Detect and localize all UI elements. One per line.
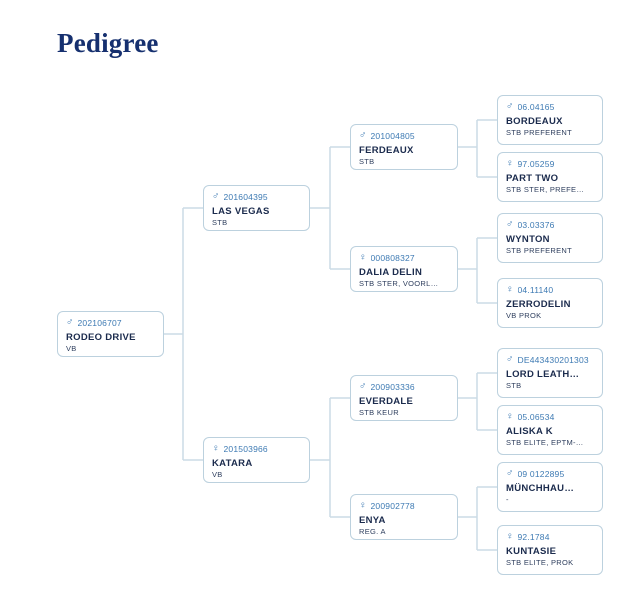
registration-row: ♂ 202106707 <box>66 317 155 329</box>
horse-name: EVERDALE <box>359 396 414 407</box>
registration-number[interactable]: 201004805 <box>370 131 415 141</box>
horse-status: STB STER, PREFE… <box>506 185 585 194</box>
registration-row: ♂ 201004805 <box>359 130 449 142</box>
registration-row: ♀ 05.06534 <box>506 411 594 423</box>
horse-name: ENYA <box>359 515 386 526</box>
horse-status: STB ELITE, EPTM-… <box>506 438 584 447</box>
horse-status: STB KEUR <box>359 408 399 417</box>
horse-status: STB <box>506 381 522 390</box>
pedigree-node-zerrodelin[interactable]: ♀ 04.11140 ZERRODELIN VB PROK <box>497 278 603 328</box>
pedigree-node-ferdeaux[interactable]: ♂ 201004805 FERDEAUX STB <box>350 124 458 170</box>
pedigree-node-bordeaux[interactable]: ♂ 06.04165 BORDEAUX STB PREFERENT <box>497 95 603 145</box>
pedigree-node-rodeo-drive[interactable]: ♂ 202106707 RODEO DRIVE VB <box>57 311 164 357</box>
registration-row: ♂ 03.03376 <box>506 219 594 231</box>
registration-number[interactable]: DE443430201303 <box>517 355 589 365</box>
horse-name: LORD LEATH… <box>506 369 580 380</box>
horse-name: PART TWO <box>506 173 559 184</box>
horse-name: KUNTASIE <box>506 546 557 557</box>
horse-status: - <box>506 495 509 504</box>
pedigree-node-everdale[interactable]: ♂ 200903336 EVERDALE STB KEUR <box>350 375 458 421</box>
horse-name: BORDEAUX <box>506 116 563 127</box>
registration-number[interactable]: 92.1784 <box>517 532 550 542</box>
registration-number[interactable]: 09 0122895 <box>517 469 565 479</box>
female-gender-icon: ♀ <box>506 284 514 295</box>
registration-number[interactable]: 03.03376 <box>517 220 555 230</box>
registration-row: ♂ 06.04165 <box>506 101 594 113</box>
horse-name: DALIA DELIN <box>359 267 423 278</box>
male-gender-icon: ♂ <box>66 317 74 328</box>
horse-status: REG. A <box>359 527 386 536</box>
female-gender-icon: ♀ <box>212 443 220 454</box>
male-gender-icon: ♂ <box>506 354 514 365</box>
male-gender-icon: ♂ <box>506 468 514 479</box>
horse-name: RODEO DRIVE <box>66 332 136 343</box>
male-gender-icon: ♂ <box>212 191 220 202</box>
horse-status: STB <box>359 157 375 166</box>
pedigree-node-munchhausen[interactable]: ♂ 09 0122895 MÜNCHHAU… - <box>497 462 603 512</box>
horse-status: STB ELITE, PROK <box>506 558 574 567</box>
registration-number[interactable]: 04.11140 <box>517 285 554 295</box>
registration-number[interactable]: 05.06534 <box>517 412 555 422</box>
registration-row: ♀ 200902778 <box>359 500 449 512</box>
pedigree-node-aliska-k[interactable]: ♀ 05.06534 ALISKA K STB ELITE, EPTM-… <box>497 405 603 455</box>
pedigree-node-part-two[interactable]: ♀ 97.05259 PART TWO STB STER, PREFE… <box>497 152 603 202</box>
registration-row: ♀ 97.05259 <box>506 158 594 170</box>
horse-status: VB <box>212 470 223 479</box>
pedigree-node-dalia-delin[interactable]: ♀ 000808327 DALIA DELIN STB STER, VOORL… <box>350 246 458 292</box>
female-gender-icon: ♀ <box>506 411 514 422</box>
female-gender-icon: ♀ <box>359 252 367 263</box>
registration-row: ♀ 000808327 <box>359 252 449 264</box>
horse-name: ZERRODELIN <box>506 299 571 310</box>
horse-name: FERDEAUX <box>359 145 414 156</box>
female-gender-icon: ♀ <box>506 531 514 542</box>
horse-name: ALISKA K <box>506 426 553 437</box>
horse-status: VB <box>66 344 77 353</box>
registration-number[interactable]: 201604395 <box>223 192 268 202</box>
horse-status: STB PREFERENT <box>506 246 572 255</box>
registration-row: ♂ 200903336 <box>359 381 449 393</box>
registration-row: ♂ 09 0122895 <box>506 468 594 480</box>
registration-row: ♂ DE443430201303 <box>506 354 594 366</box>
registration-number[interactable]: 200903336 <box>370 382 415 392</box>
registration-number[interactable]: 06.04165 <box>517 102 555 112</box>
pedigree-node-katara[interactable]: ♀ 201503966 KATARA VB <box>203 437 310 483</box>
registration-number[interactable]: 200902778 <box>370 501 415 511</box>
horse-status: VB PROK <box>506 311 542 320</box>
pedigree-node-enya[interactable]: ♀ 200902778 ENYA REG. A <box>350 494 458 540</box>
horse-status: STB <box>212 218 228 227</box>
female-gender-icon: ♀ <box>359 500 367 511</box>
registration-number[interactable]: 97.05259 <box>517 159 555 169</box>
registration-row: ♀ 201503966 <box>212 443 301 455</box>
page-title: Pedigree <box>57 28 159 59</box>
male-gender-icon: ♂ <box>506 101 514 112</box>
pedigree-node-lord-leatherdale[interactable]: ♂ DE443430201303 LORD LEATH… STB <box>497 348 603 398</box>
male-gender-icon: ♂ <box>359 381 367 392</box>
registration-number[interactable]: 000808327 <box>370 253 415 263</box>
pedigree-node-kuntasie[interactable]: ♀ 92.1784 KUNTASIE STB ELITE, PROK <box>497 525 603 575</box>
horse-name: KATARA <box>212 458 253 469</box>
pedigree-node-wynton[interactable]: ♂ 03.03376 WYNTON STB PREFERENT <box>497 213 603 263</box>
male-gender-icon: ♂ <box>506 219 514 230</box>
horse-name: MÜNCHHAU… <box>506 483 575 494</box>
horse-name: LAS VEGAS <box>212 206 270 217</box>
registration-number[interactable]: 201503966 <box>223 444 268 454</box>
registration-row: ♀ 04.11140 <box>506 284 594 296</box>
pedigree-node-las-vegas[interactable]: ♂ 201604395 LAS VEGAS STB <box>203 185 310 231</box>
male-gender-icon: ♂ <box>359 130 367 141</box>
horse-name: WYNTON <box>506 234 550 245</box>
horse-status: STB PREFERENT <box>506 128 572 137</box>
registration-number[interactable]: 202106707 <box>77 318 122 328</box>
registration-row: ♀ 92.1784 <box>506 531 594 543</box>
registration-row: ♂ 201604395 <box>212 191 301 203</box>
female-gender-icon: ♀ <box>506 158 514 169</box>
horse-status: STB STER, VOORL… <box>359 279 439 288</box>
